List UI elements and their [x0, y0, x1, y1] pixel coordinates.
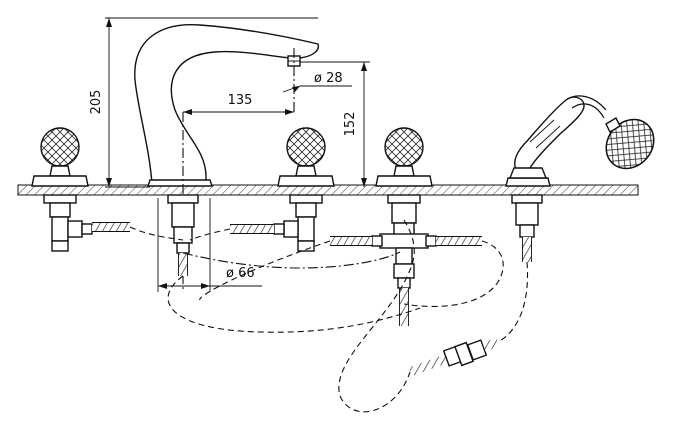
hand-shower-icon	[505, 95, 655, 187]
braided-hose-icon	[482, 337, 500, 352]
crystal-knob-icon	[31, 127, 89, 187]
dimension-spout-reach: 135	[183, 93, 294, 115]
dim-label-135: 135	[228, 93, 253, 108]
shower-holder-fitting	[511, 194, 543, 262]
diverter-valve-icon	[371, 194, 437, 326]
dim-label-152: 152	[343, 112, 358, 137]
crystal-knob-icon	[277, 127, 335, 187]
crystal-knob-icon	[375, 127, 433, 187]
hose-connector	[408, 337, 500, 377]
dim-label-205: 205	[89, 90, 104, 115]
dim-label-dia-66: ø 66	[226, 266, 255, 281]
dimension-aerator-dia: ø 28	[282, 71, 352, 93]
spout	[134, 24, 320, 187]
dimension-height-total: 205	[89, 17, 318, 188]
dimension-spout-height: 152	[300, 61, 370, 187]
braided-hose-icon	[408, 353, 450, 377]
dim-label-dia-28: ø 28	[314, 71, 343, 86]
dimension-pipe-dia: ø 66	[157, 198, 262, 292]
valve-body-middle	[273, 194, 323, 252]
spout-fitting	[167, 194, 199, 276]
valve-body-left	[43, 194, 93, 252]
hose-routes	[129, 219, 529, 413]
